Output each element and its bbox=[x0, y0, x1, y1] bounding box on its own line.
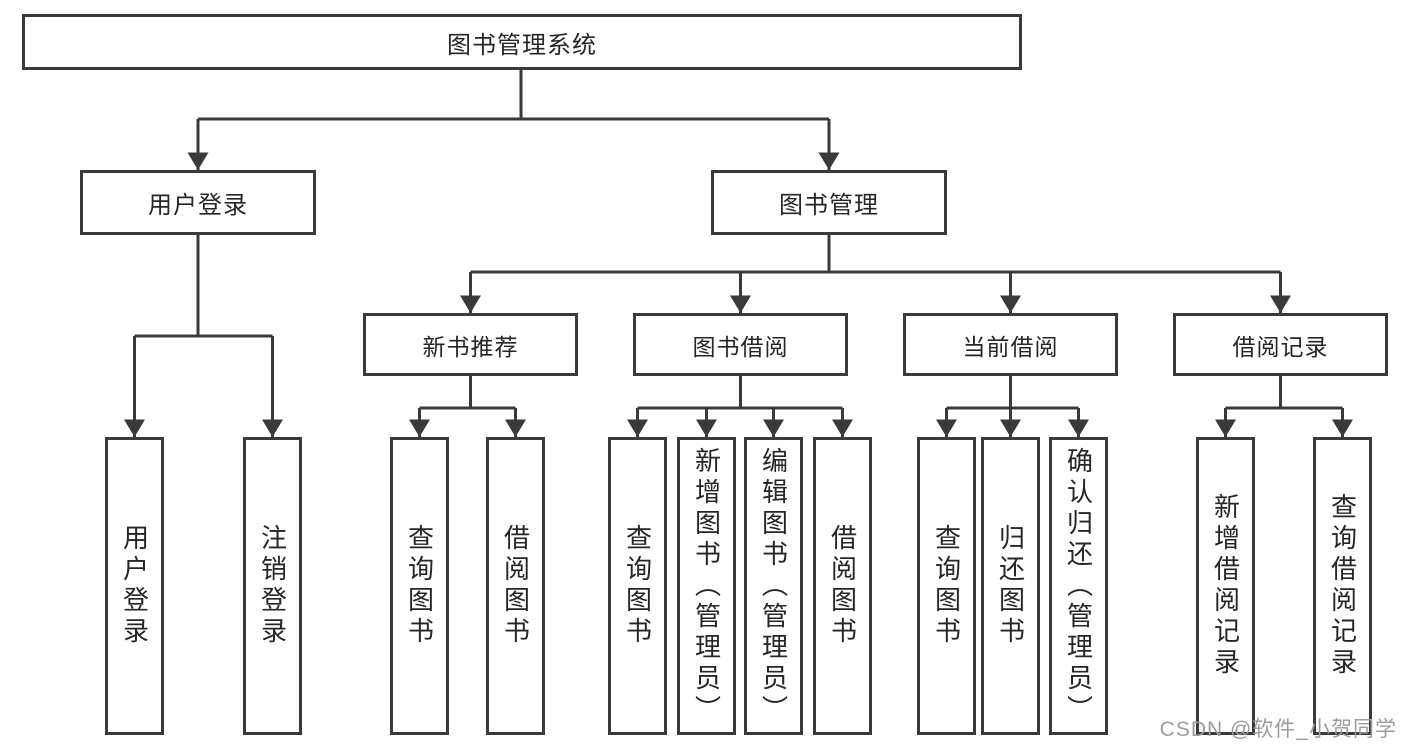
leaf-user-login: 用户登录 bbox=[105, 437, 164, 735]
csdn-watermark: CSDN @软件_小贺同学 bbox=[1159, 718, 1397, 741]
leaf-borrow-books-recommend: 借阅图书 bbox=[486, 437, 545, 735]
leaf-borrow-books: 借阅图书 bbox=[813, 437, 872, 735]
leaf-edit-books-admin: 编辑图书（管理员） bbox=[744, 437, 803, 735]
leaf-confirm-return-admin: 确认归还（管理员） bbox=[1049, 437, 1108, 735]
leaf-add-books-admin: 新增图书（管理员） bbox=[677, 437, 736, 735]
leaf-return-books: 归还图书 bbox=[981, 437, 1040, 735]
node-borrow-records: 借阅记录 bbox=[1173, 313, 1388, 376]
leaf-query-books-recommend: 查询图书 bbox=[390, 437, 449, 735]
node-book-management-branch: 图书管理 bbox=[711, 170, 947, 235]
node-new-book-recommend: 新书推荐 bbox=[363, 313, 578, 376]
node-root-system: 图书管理系统 bbox=[22, 14, 1022, 70]
leaf-query-books-current: 查询图书 bbox=[917, 437, 976, 735]
leaf-add-borrow-record: 新增借阅记录 bbox=[1196, 437, 1255, 735]
node-user-login-branch: 用户登录 bbox=[80, 170, 316, 235]
leaf-logout: 注销登录 bbox=[243, 437, 302, 735]
leaf-query-borrow-record: 查询借阅记录 bbox=[1313, 437, 1372, 735]
node-book-borrow: 图书借阅 bbox=[633, 313, 848, 376]
leaf-query-books-borrow: 查询图书 bbox=[608, 437, 667, 735]
node-current-borrow: 当前借阅 bbox=[903, 313, 1118, 376]
